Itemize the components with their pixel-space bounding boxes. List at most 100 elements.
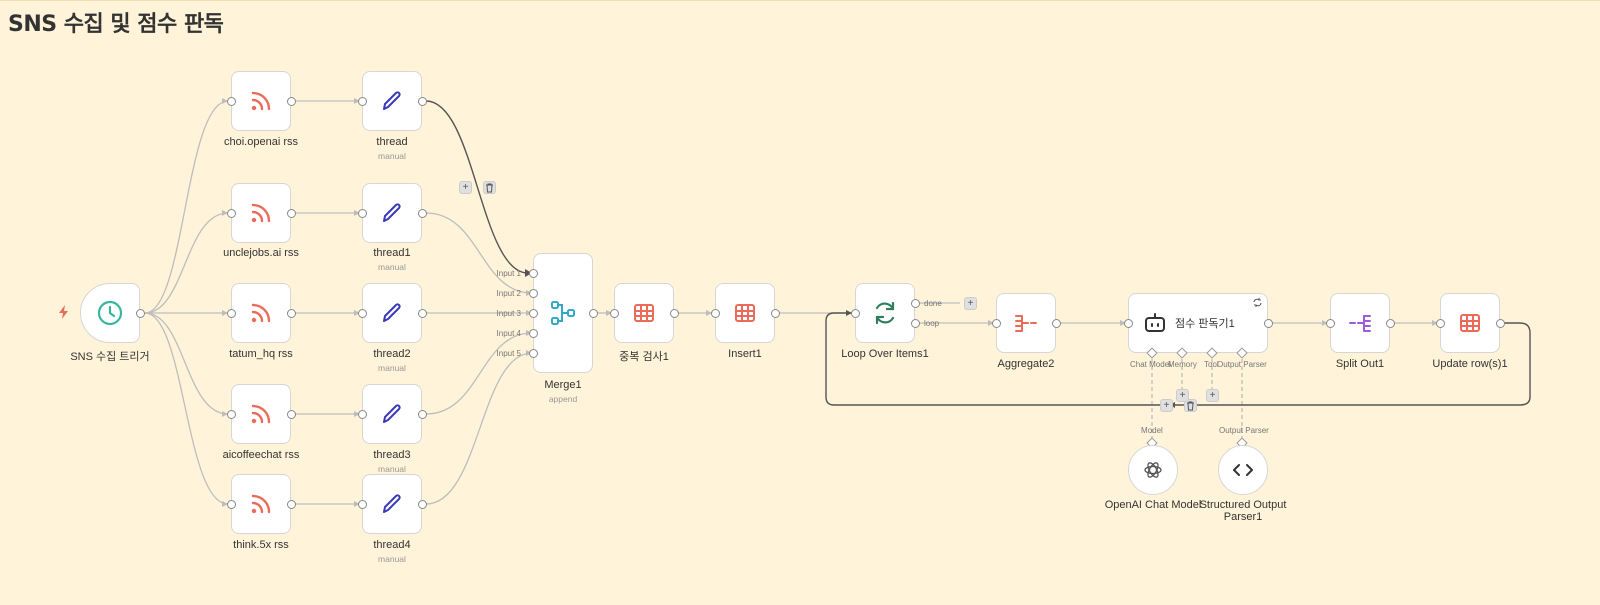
split-input-port[interactable] [1326,319,1335,328]
parser-port-label: Output Parser [1219,426,1269,435]
merge-input-5-port[interactable] [529,349,538,358]
node-rss1[interactable] [231,71,291,131]
tool-add-button[interactable]: + [1206,389,1219,402]
node-rss3[interactable] [231,283,291,343]
rss-icon [251,404,271,424]
agent-input-port[interactable] [1124,319,1133,328]
pencil-icon [383,303,401,322]
merge-input-3-label: Input 3 [496,309,521,318]
insert-output-port[interactable] [771,309,780,318]
merge-input-3-port[interactable] [529,309,538,318]
rss4-input-port[interactable] [227,410,236,419]
node-dup-check[interactable] [614,283,674,343]
node-thread4[interactable] [362,474,422,534]
update-input-port[interactable] [1436,319,1445,328]
node-thread1-sub: manual [378,262,406,272]
rss3-input-port[interactable] [227,309,236,318]
pencil-icon [383,91,401,110]
node-split-out[interactable] [1330,293,1390,353]
edge-add-button[interactable]: + [459,181,472,194]
loop-done-label: done [924,299,942,308]
table-icon [634,304,654,322]
node-rss2[interactable] [231,183,291,243]
rss2-output-port[interactable] [287,209,296,218]
node-thread2[interactable] [362,283,422,343]
node-insert[interactable] [715,283,775,343]
edge-delete-button[interactable] [483,181,496,194]
node-loop[interactable] [855,283,915,343]
node-rss2-label: unclejobs.ai rss [223,247,299,259]
split-output-port[interactable] [1386,319,1395,328]
edge-update-loop-back [825,312,1531,406]
edge-trigger-rss5 [144,312,229,505]
node-parser[interactable] [1218,445,1268,495]
merge-input-1-port[interactable] [529,269,538,278]
memory-add-button[interactable]: + [1176,389,1189,402]
node-thread2-sub: manual [378,363,406,373]
node-trigger-label: SNS 수집 트리거 [70,351,150,363]
loop-loop-port[interactable] [911,319,920,328]
dup-input-port[interactable] [610,309,619,318]
aggregate-output-port[interactable] [1052,319,1061,328]
node-thread3-sub: manual [378,464,406,474]
openai-icon [1144,462,1162,478]
node-rss4-label: aicoffeechat rss [222,449,300,461]
node-rss5[interactable] [231,474,291,534]
node-split-label: Split Out1 [1335,358,1385,370]
loop-back-add-button[interactable]: + [1160,399,1173,412]
node-openai[interactable] [1128,445,1178,495]
thread3-output-port[interactable] [418,410,427,419]
loop-done-add-button[interactable]: + [964,297,977,310]
node-thread3[interactable] [362,384,422,444]
edge-thread1-merge [425,212,533,294]
thread1-input-port[interactable] [358,209,367,218]
edge-trigger-rss2 [144,212,229,314]
thread0-output-port[interactable] [418,97,427,106]
rss1-input-port[interactable] [227,97,236,106]
pencil-icon [383,404,401,423]
thread2-output-port[interactable] [418,309,427,318]
aggregate-input-port[interactable] [992,319,1001,328]
refresh-icon [875,301,895,325]
merge-icon [551,301,575,325]
loop-back-delete-button[interactable] [1184,399,1197,412]
rss2-input-port[interactable] [227,209,236,218]
merge-output-port[interactable] [589,309,598,318]
openai-port-label: Model [1141,426,1163,435]
edge-trigger-rss4 [144,312,229,415]
loop-input-port[interactable] [851,309,860,318]
node-thread4-sub: manual [378,554,406,564]
node-trigger[interactable] [80,283,140,343]
repeat-icon [1253,298,1262,307]
node-loop-label: Loop Over Items1 [841,348,929,360]
trigger-output-port[interactable] [136,309,145,318]
thread0-input-port[interactable] [358,97,367,106]
thread4-input-port[interactable] [358,500,367,509]
thread1-output-port[interactable] [418,209,427,218]
thread3-input-port[interactable] [358,410,367,419]
node-agent[interactable]: 점수 판독기1 [1128,293,1268,353]
thread4-output-port[interactable] [418,500,427,509]
dup-output-port[interactable] [670,309,679,318]
agent-output-port[interactable] [1264,319,1273,328]
rss3-output-port[interactable] [287,309,296,318]
rss4-output-port[interactable] [287,410,296,419]
rss5-input-port[interactable] [227,500,236,509]
thread2-input-port[interactable] [358,309,367,318]
node-merge-label: Merge1 [544,379,582,391]
merge-input-4-port[interactable] [529,329,538,338]
node-thread1[interactable] [362,183,422,243]
node-rss4[interactable] [231,384,291,444]
rss5-output-port[interactable] [287,500,296,509]
merge-input-2-port[interactable] [529,289,538,298]
robot-icon [1145,313,1165,332]
update-output-port[interactable] [1496,319,1505,328]
insert-input-port[interactable] [711,309,720,318]
node-thread0[interactable] [362,71,422,131]
rss1-output-port[interactable] [287,97,296,106]
loop-done-port[interactable] [911,299,920,308]
node-update[interactable] [1440,293,1500,353]
node-aggregate[interactable] [996,293,1056,353]
